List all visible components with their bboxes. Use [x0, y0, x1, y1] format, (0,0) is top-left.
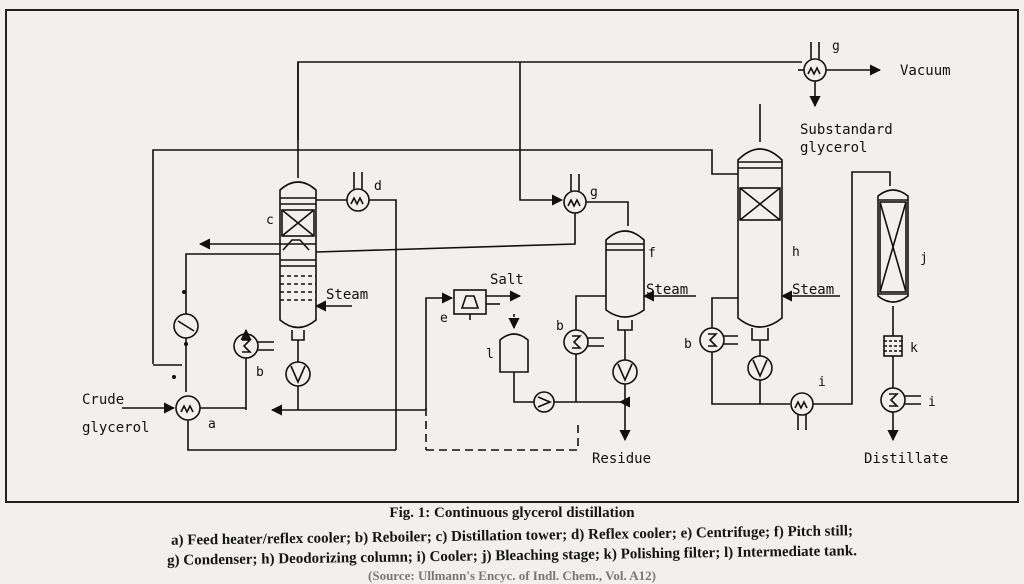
pitch-still-f: [605, 230, 645, 331]
label-steam-h: Steam: [792, 282, 834, 298]
intermediate-tank-l: [499, 333, 529, 373]
label-crude-2: glycerol: [82, 420, 149, 436]
pump-left: [173, 313, 199, 339]
vacuum-header-line: [297, 61, 802, 140]
figure-title: Fig. 1: Continuous glycerol distillation: [389, 505, 635, 521]
letter-i-h: i: [818, 375, 826, 390]
letter-b-h: b: [684, 337, 692, 352]
label-residue: Residue: [592, 451, 651, 467]
letter-g-top: g: [832, 39, 840, 54]
letter-a: a: [208, 417, 216, 432]
letter-f: f: [648, 246, 656, 261]
reflex-cooler-d: [346, 172, 370, 212]
letter-g-mid: g: [590, 185, 598, 200]
feed-heater-a: [175, 395, 201, 421]
label-salt: Salt: [490, 272, 524, 288]
condenser-g-top: [803, 42, 827, 82]
letter-d: d: [374, 179, 382, 194]
caption-line-3: (Source: Ullmann's Encyc. of Indl. Chem.…: [368, 568, 656, 583]
polishing-filter-k: [883, 335, 903, 357]
cooler-i-h: [790, 392, 814, 430]
deodorizing-column-h: [737, 148, 783, 341]
letter-c: c: [266, 213, 274, 228]
reboiler-b-h: [699, 327, 738, 353]
label-vacuum: Vacuum: [900, 63, 951, 79]
pump-h: [747, 340, 773, 381]
letter-l: l: [486, 347, 494, 362]
label-distillate: Distillate: [864, 451, 948, 467]
label-steam-f: Steam: [646, 282, 688, 298]
label-substandard-1: Substandard: [800, 122, 893, 138]
letter-b-c: b: [256, 365, 264, 380]
letter-j: j: [920, 251, 928, 266]
diagram-frame: [5, 9, 1019, 503]
reboiler-b-f: [563, 329, 604, 355]
letter-i-right: i: [928, 395, 936, 410]
label-crude-1: Crude: [82, 392, 124, 408]
process-flow-diagram: Vacuum Substandard glycerol Crude glycer…: [5, 9, 1019, 503]
cooler-i-right: [880, 387, 921, 413]
letter-b-f: b: [556, 319, 564, 334]
reboiler-b-c: [233, 333, 274, 359]
centrifuge-e: [453, 289, 487, 320]
letter-h: h: [792, 245, 800, 260]
label-steam-c: Steam: [326, 287, 368, 303]
bleaching-stage-j: [877, 189, 909, 303]
condenser-g-mid: [563, 174, 587, 214]
letter-k: k: [910, 341, 918, 356]
pump-c: [285, 340, 311, 387]
distillation-tower-c: [279, 181, 317, 341]
letter-e: e: [440, 311, 448, 326]
pump-l: [533, 391, 555, 413]
label-substandard-2: glycerol: [800, 140, 867, 156]
pump-f: [612, 330, 638, 385]
